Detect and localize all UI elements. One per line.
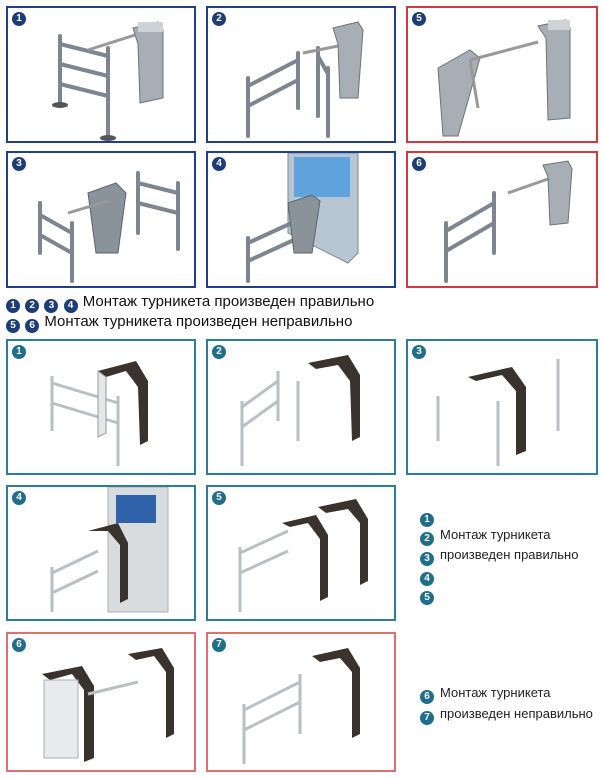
turnstile-illustration — [240, 355, 360, 466]
turnstile-illustration — [52, 21, 164, 141]
top-panel-5: 5 — [406, 6, 598, 143]
legend-number-badge: 7 — [420, 711, 434, 725]
top-panel-4: 4 — [206, 151, 396, 288]
top-panel-1: 1 — [6, 6, 196, 143]
turnstile-illustration — [436, 359, 560, 466]
legend-text: произведен неправильно — [440, 706, 593, 721]
bottom-panel-3: 3 — [406, 339, 598, 475]
caption-number-badge: 3 — [44, 299, 59, 313]
legend-number-badge: 1 — [420, 513, 434, 527]
panel-number-badge: 6 — [12, 638, 26, 652]
caption-wrong-text: Монтаж турникета произведен неправильно — [44, 313, 353, 330]
panel-number-badge: 1 — [12, 345, 26, 359]
caption-number-badge: 5 — [6, 319, 20, 333]
top-panel-2: 2 — [206, 6, 396, 143]
caption-correct: 1 2 3 4 Монтаж турникета произведен прав… — [6, 293, 374, 313]
legend-correct-row: 3 произведен правильно — [420, 547, 578, 566]
turnstile-illustration — [437, 19, 571, 137]
panel-number-badge: 2 — [212, 345, 226, 359]
panel-number-badge: 7 — [212, 638, 226, 652]
turnstile-illustration — [50, 361, 148, 466]
caption-correct-text: Монтаж турникета произведен правильно — [82, 293, 375, 310]
legend-number-badge: 3 — [420, 552, 434, 566]
bottom-panel-6: 6 — [6, 632, 196, 772]
panel-number-badge: 5 — [412, 12, 426, 26]
legend-correct-row: 4 — [420, 567, 440, 586]
panel-number-badge: 3 — [412, 345, 426, 359]
panel-number-badge: 4 — [212, 157, 226, 171]
panel-number-badge: 1 — [12, 12, 26, 26]
panel-number-badge: 4 — [12, 491, 26, 505]
panel-number-badge: 3 — [12, 157, 26, 171]
legend-correct-row: 5 — [420, 586, 440, 605]
bottom-panel-7: 7 — [206, 632, 396, 772]
legend-number-badge: 5 — [420, 591, 434, 605]
legend-number-badge: 4 — [420, 572, 434, 586]
turnstile-illustration — [246, 21, 364, 138]
turnstile-illustration — [246, 153, 359, 283]
turnstile-illustration — [42, 648, 174, 762]
caption-number-badge: 2 — [25, 299, 40, 313]
legend-text: произведен правильно — [440, 547, 579, 562]
legend-correct-row: 1 — [420, 508, 440, 527]
bottom-panel-2: 2 — [206, 339, 396, 475]
turnstile-illustration — [50, 487, 169, 613]
panel-number-badge: 2 — [212, 12, 226, 26]
legend-wrong-row: 6 Монтаж турникета — [420, 685, 551, 704]
turnstile-illustration — [238, 499, 368, 612]
top-panel-3: 3 — [6, 151, 196, 288]
panel-number-badge: 6 — [412, 157, 426, 171]
bottom-panel-4: 4 — [6, 485, 196, 621]
turnstile-illustration — [242, 648, 360, 764]
bottom-panel-5: 5 — [206, 485, 396, 621]
legend-text: Монтаж турникета — [440, 527, 551, 542]
legend-text: Монтаж турникета — [440, 685, 551, 700]
legend-number-badge: 6 — [420, 690, 434, 704]
caption-wrong: 5 6 Монтаж турникета произведен неправил… — [6, 313, 352, 333]
caption-number-badge: 4 — [63, 299, 78, 313]
bottom-panel-1: 1 — [6, 339, 196, 475]
panel-number-badge: 5 — [212, 491, 226, 505]
legend-number-badge: 2 — [420, 532, 434, 546]
caption-number-badge: 1 — [6, 299, 20, 313]
legend-wrong-row: 7 произведен неправильно — [420, 706, 593, 725]
turnstile-illustration — [444, 160, 573, 283]
caption-number-badge: 6 — [25, 319, 40, 333]
legend-correct-row: 2 Монтаж турникета — [420, 527, 551, 546]
turnstile-illustration — [38, 171, 180, 283]
top-panel-6: 6 — [406, 151, 598, 288]
